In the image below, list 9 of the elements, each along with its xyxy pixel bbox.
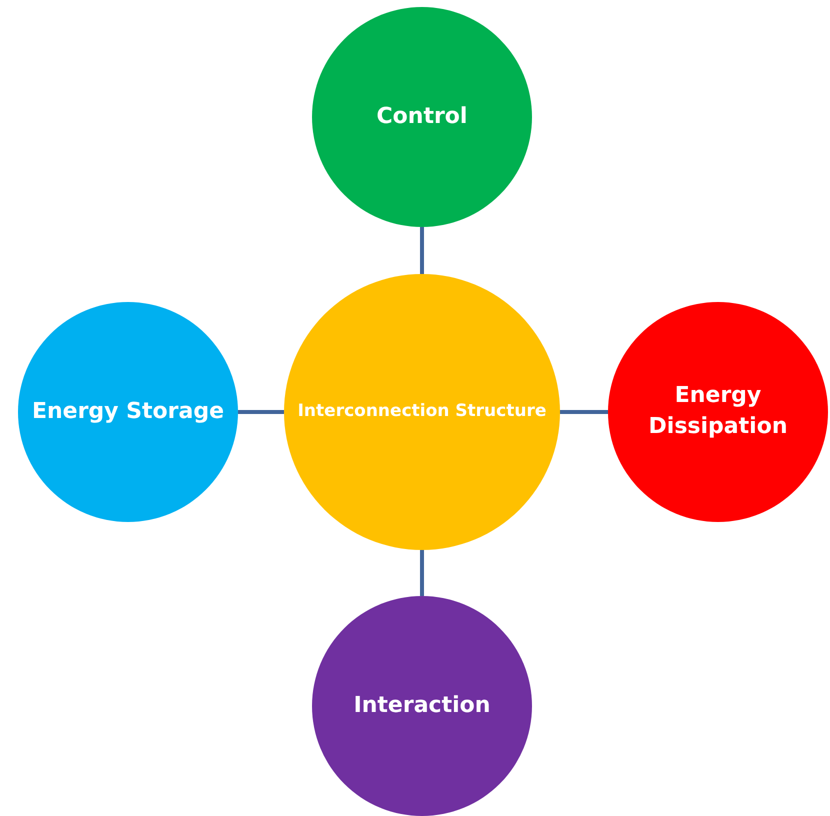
- connector-line: [238, 410, 284, 414]
- connector-line: [420, 550, 424, 596]
- connector-line: [420, 227, 424, 274]
- node-label: Energy Storage: [32, 398, 224, 426]
- node-label: Energy Dissipation: [648, 382, 788, 441]
- node-label: Control: [376, 102, 468, 131]
- node-label: Interconnection Structure: [298, 400, 546, 424]
- connector-line: [560, 410, 608, 414]
- node-label: Interaction: [354, 692, 490, 720]
